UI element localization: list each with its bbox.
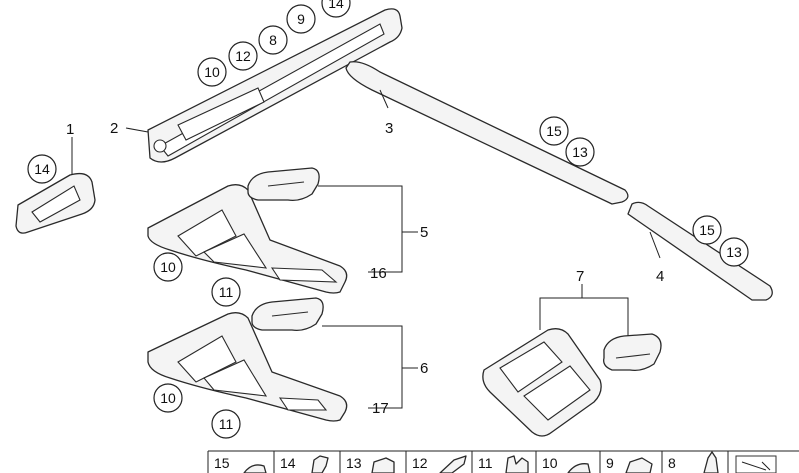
callouts: 14 9 8 12 10 14 15 13 15 13 10 11 10 11 — [27, 0, 749, 439]
svg-text:12: 12 — [235, 48, 251, 64]
reference-numbers: 1 2 3 4 5 6 7 16 17 — [66, 120, 664, 417]
legend-cell-9: 9 — [606, 455, 653, 473]
ref-2: 2 — [110, 120, 118, 137]
callout-13-b: 13 — [719, 237, 749, 267]
svg-text:14: 14 — [328, 0, 344, 11]
svg-text:8: 8 — [269, 32, 277, 48]
callout-15-b: 15 — [692, 215, 722, 245]
callout-10-top: 10 — [197, 57, 227, 87]
svg-text:15: 15 — [699, 222, 715, 238]
ref-16: 16 — [370, 265, 387, 282]
svg-text:14: 14 — [34, 161, 50, 177]
leader-lines — [71, 89, 661, 409]
callout-15-a: 15 — [539, 116, 569, 146]
svg-text:9: 9 — [606, 455, 614, 471]
svg-text:10: 10 — [204, 64, 220, 80]
callout-14-left: 14 — [27, 154, 57, 184]
callout-11-low: 11 — [211, 409, 241, 439]
svg-text:14: 14 — [280, 455, 296, 471]
callout-12: 12 — [228, 41, 258, 71]
legend-cell-12: 12 — [412, 455, 467, 473]
part-1-trim — [15, 172, 96, 234]
svg-text:11: 11 — [478, 455, 493, 471]
legend-cell-15: 15 — [214, 455, 267, 473]
svg-text:11: 11 — [219, 416, 234, 432]
svg-text:15: 15 — [546, 123, 562, 139]
part-7-cupholder — [482, 328, 662, 437]
part-6-console-trim — [147, 297, 348, 422]
ref-17: 17 — [372, 400, 389, 417]
svg-text:8: 8 — [668, 455, 676, 471]
legend-cell-13: 13 — [346, 455, 395, 473]
svg-text:9: 9 — [297, 11, 305, 27]
svg-text:10: 10 — [160, 259, 176, 275]
legend-cell-11: 11 — [478, 455, 529, 473]
legend-cell-8: 8 — [668, 451, 719, 473]
ref-4: 4 — [656, 268, 664, 285]
svg-text:13: 13 — [572, 144, 588, 160]
svg-text:10: 10 — [160, 390, 176, 406]
callout-13-a: 13 — [565, 137, 595, 167]
callout-10-mid: 10 — [153, 252, 183, 282]
callout-10-low: 10 — [153, 383, 183, 413]
ref-1: 1 — [66, 121, 74, 138]
legend-cell-14: 14 — [280, 455, 329, 473]
part-4-strip — [627, 201, 773, 301]
svg-text:12: 12 — [412, 455, 428, 471]
callout-8: 8 — [258, 25, 288, 55]
part-3-strip — [345, 61, 629, 205]
callout-14-top: 14 — [321, 0, 351, 18]
callout-9: 9 — [286, 4, 316, 34]
svg-text:15: 15 — [214, 455, 230, 471]
ref-7: 7 — [576, 268, 584, 285]
ref-6: 6 — [420, 360, 428, 377]
svg-text:11: 11 — [219, 284, 234, 300]
part-2-dash-trim — [147, 8, 403, 163]
svg-text:13: 13 — [726, 244, 742, 260]
ref-5: 5 — [420, 224, 428, 241]
ref-3: 3 — [385, 120, 393, 137]
svg-text:10: 10 — [542, 455, 558, 471]
legend-cell-symbol — [735, 455, 777, 473]
callout-11-mid: 11 — [211, 277, 241, 307]
legend-cell-10: 10 — [542, 455, 591, 473]
svg-text:13: 13 — [346, 455, 362, 471]
part-5-console-trim — [147, 167, 348, 294]
legend-strip: 15 14 13 12 11 10 9 8 — [207, 450, 799, 473]
